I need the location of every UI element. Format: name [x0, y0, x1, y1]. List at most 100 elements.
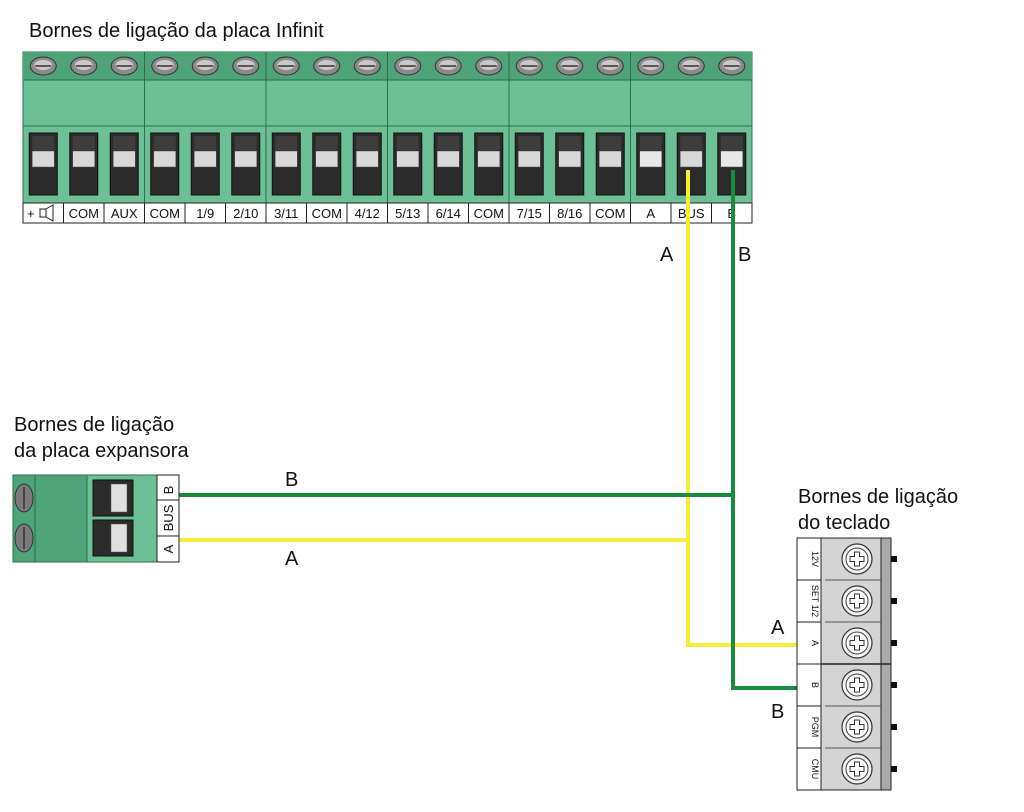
- keypad-title-line2: do teclado: [798, 512, 891, 534]
- screw-highlight-icon: [641, 60, 660, 70]
- terminal-slot-shade: [396, 136, 419, 150]
- terminal-clamp: [32, 150, 55, 168]
- terminal-slot-shade: [680, 136, 703, 150]
- main-terminal-block: + COM AUX COM 1/9 2/10 3/11 COM 4/12 5/13 6/14 COM 7…: [22, 51, 753, 224]
- screw-highlight-icon: [479, 60, 498, 70]
- terminal-clamp: [720, 150, 743, 168]
- screw-highlight-icon: [317, 60, 336, 70]
- terminal-slot-shade: [315, 136, 338, 150]
- screw-cross-icon: [849, 677, 865, 693]
- screw-highlight-icon: [560, 60, 579, 70]
- terminal-slot-shade: [234, 136, 257, 150]
- pin-icon: [891, 682, 897, 688]
- terminal-clamp: [234, 150, 257, 168]
- terminal-label: 8/16: [557, 206, 582, 221]
- terminal-clamp: [396, 150, 419, 168]
- terminal-slot-shade: [194, 136, 217, 150]
- pin-icon: [891, 766, 897, 772]
- terminal-label: PGM: [810, 717, 820, 738]
- terminal-label: CMU: [810, 759, 820, 780]
- screw-highlight-icon: [601, 60, 620, 70]
- keypad-title-line1: Bornes de ligação: [798, 486, 959, 508]
- terminal-label: COM: [69, 206, 99, 221]
- speaker-icon: [39, 208, 47, 218]
- terminal-clamp: [110, 523, 128, 553]
- screw-cross-icon: [849, 761, 865, 777]
- screw-highlight-icon: [155, 60, 174, 70]
- terminal-label: 4/12: [355, 206, 380, 221]
- main-board-title: Bornes de ligação da placa Infinit: [29, 20, 324, 42]
- screw-highlight-icon: [74, 60, 93, 70]
- terminal-label: 7/15: [517, 206, 542, 221]
- terminal-slot-shade: [113, 136, 136, 150]
- screw-highlight-icon: [115, 60, 134, 70]
- terminal-label: +: [27, 206, 35, 221]
- terminal-label: B: [161, 486, 176, 495]
- terminal-slot-shade: [32, 136, 55, 150]
- screw-highlight-icon: [439, 60, 458, 70]
- terminal-label: COM: [595, 206, 625, 221]
- screw-highlight-icon: [398, 60, 417, 70]
- terminal-clamp: [194, 150, 217, 168]
- terminal-label: B: [810, 682, 820, 688]
- terminal-label: COM: [150, 206, 180, 221]
- wires: [132, 170, 830, 690]
- terminal-clamp: [639, 150, 662, 168]
- terminal-slot-shade: [437, 136, 460, 150]
- terminal-clamp: [558, 150, 581, 168]
- terminal-clamp: [599, 150, 622, 168]
- terminal-slot-shade: [72, 136, 95, 150]
- terminal-clamp: [356, 150, 379, 168]
- terminal-slot-shade: [639, 136, 662, 150]
- screw-cross-icon: [849, 719, 865, 735]
- pin-icon: [891, 556, 897, 562]
- terminal-label: A: [161, 544, 176, 553]
- terminal-clamp: [477, 150, 500, 168]
- screw-highlight-icon: [722, 60, 741, 70]
- expansion-wire-a-label: A: [285, 548, 299, 570]
- speaker-cone-icon: [45, 204, 54, 222]
- pin-icon: [891, 598, 897, 604]
- terminal-label: COM: [312, 206, 342, 221]
- expansion-title-line1: Bornes de ligação: [14, 414, 175, 436]
- terminal-label: 6/14: [436, 206, 461, 221]
- terminal-label: 1/9: [196, 206, 214, 221]
- keypad-wire-b-label: B: [771, 701, 785, 723]
- expansion-wire-b-label: B: [285, 469, 299, 491]
- screw-cross-icon: [849, 635, 865, 651]
- screw-highlight-icon: [358, 60, 377, 70]
- terminal-slot-shade: [599, 136, 622, 150]
- expansion-label-strip: [156, 474, 180, 563]
- screw-cross-icon: [849, 593, 865, 609]
- terminal-label: COM: [474, 206, 504, 221]
- screw-highlight-icon: [277, 60, 296, 70]
- terminal-label: BUS: [161, 504, 176, 531]
- screw-highlight-icon: [682, 60, 701, 70]
- terminal-clamp: [518, 150, 541, 168]
- terminal-clamp: [680, 150, 703, 168]
- terminal-label: 3/11: [274, 206, 298, 221]
- terminal-clamp: [153, 150, 176, 168]
- expansion-title-line2: da placa expansora: [14, 440, 189, 462]
- screw-highlight-icon: [236, 60, 255, 70]
- terminal-label: 5/13: [395, 206, 420, 221]
- terminal-label: 2/10: [233, 206, 258, 221]
- screw-cross-icon: [849, 551, 865, 567]
- terminal-slot-shade: [720, 136, 743, 150]
- terminal-label: AUX: [111, 206, 138, 221]
- screw-highlight-icon: [520, 60, 539, 70]
- terminal-label: A: [810, 640, 820, 646]
- screw-highlight-icon: [196, 60, 215, 70]
- terminal-clamp: [113, 150, 136, 168]
- terminal-clamp: [72, 150, 95, 168]
- keypad-wire-a-label: A: [771, 617, 785, 639]
- screw-highlight-icon: [34, 60, 53, 70]
- terminal-label: SET 1/2: [810, 585, 820, 617]
- terminal-slot-shade: [356, 136, 379, 150]
- terminal-slot-shade: [518, 136, 541, 150]
- terminal-slot-shade: [558, 136, 581, 150]
- pin-icon: [891, 724, 897, 730]
- expansion-terminal-block: B BUS A: [12, 474, 180, 563]
